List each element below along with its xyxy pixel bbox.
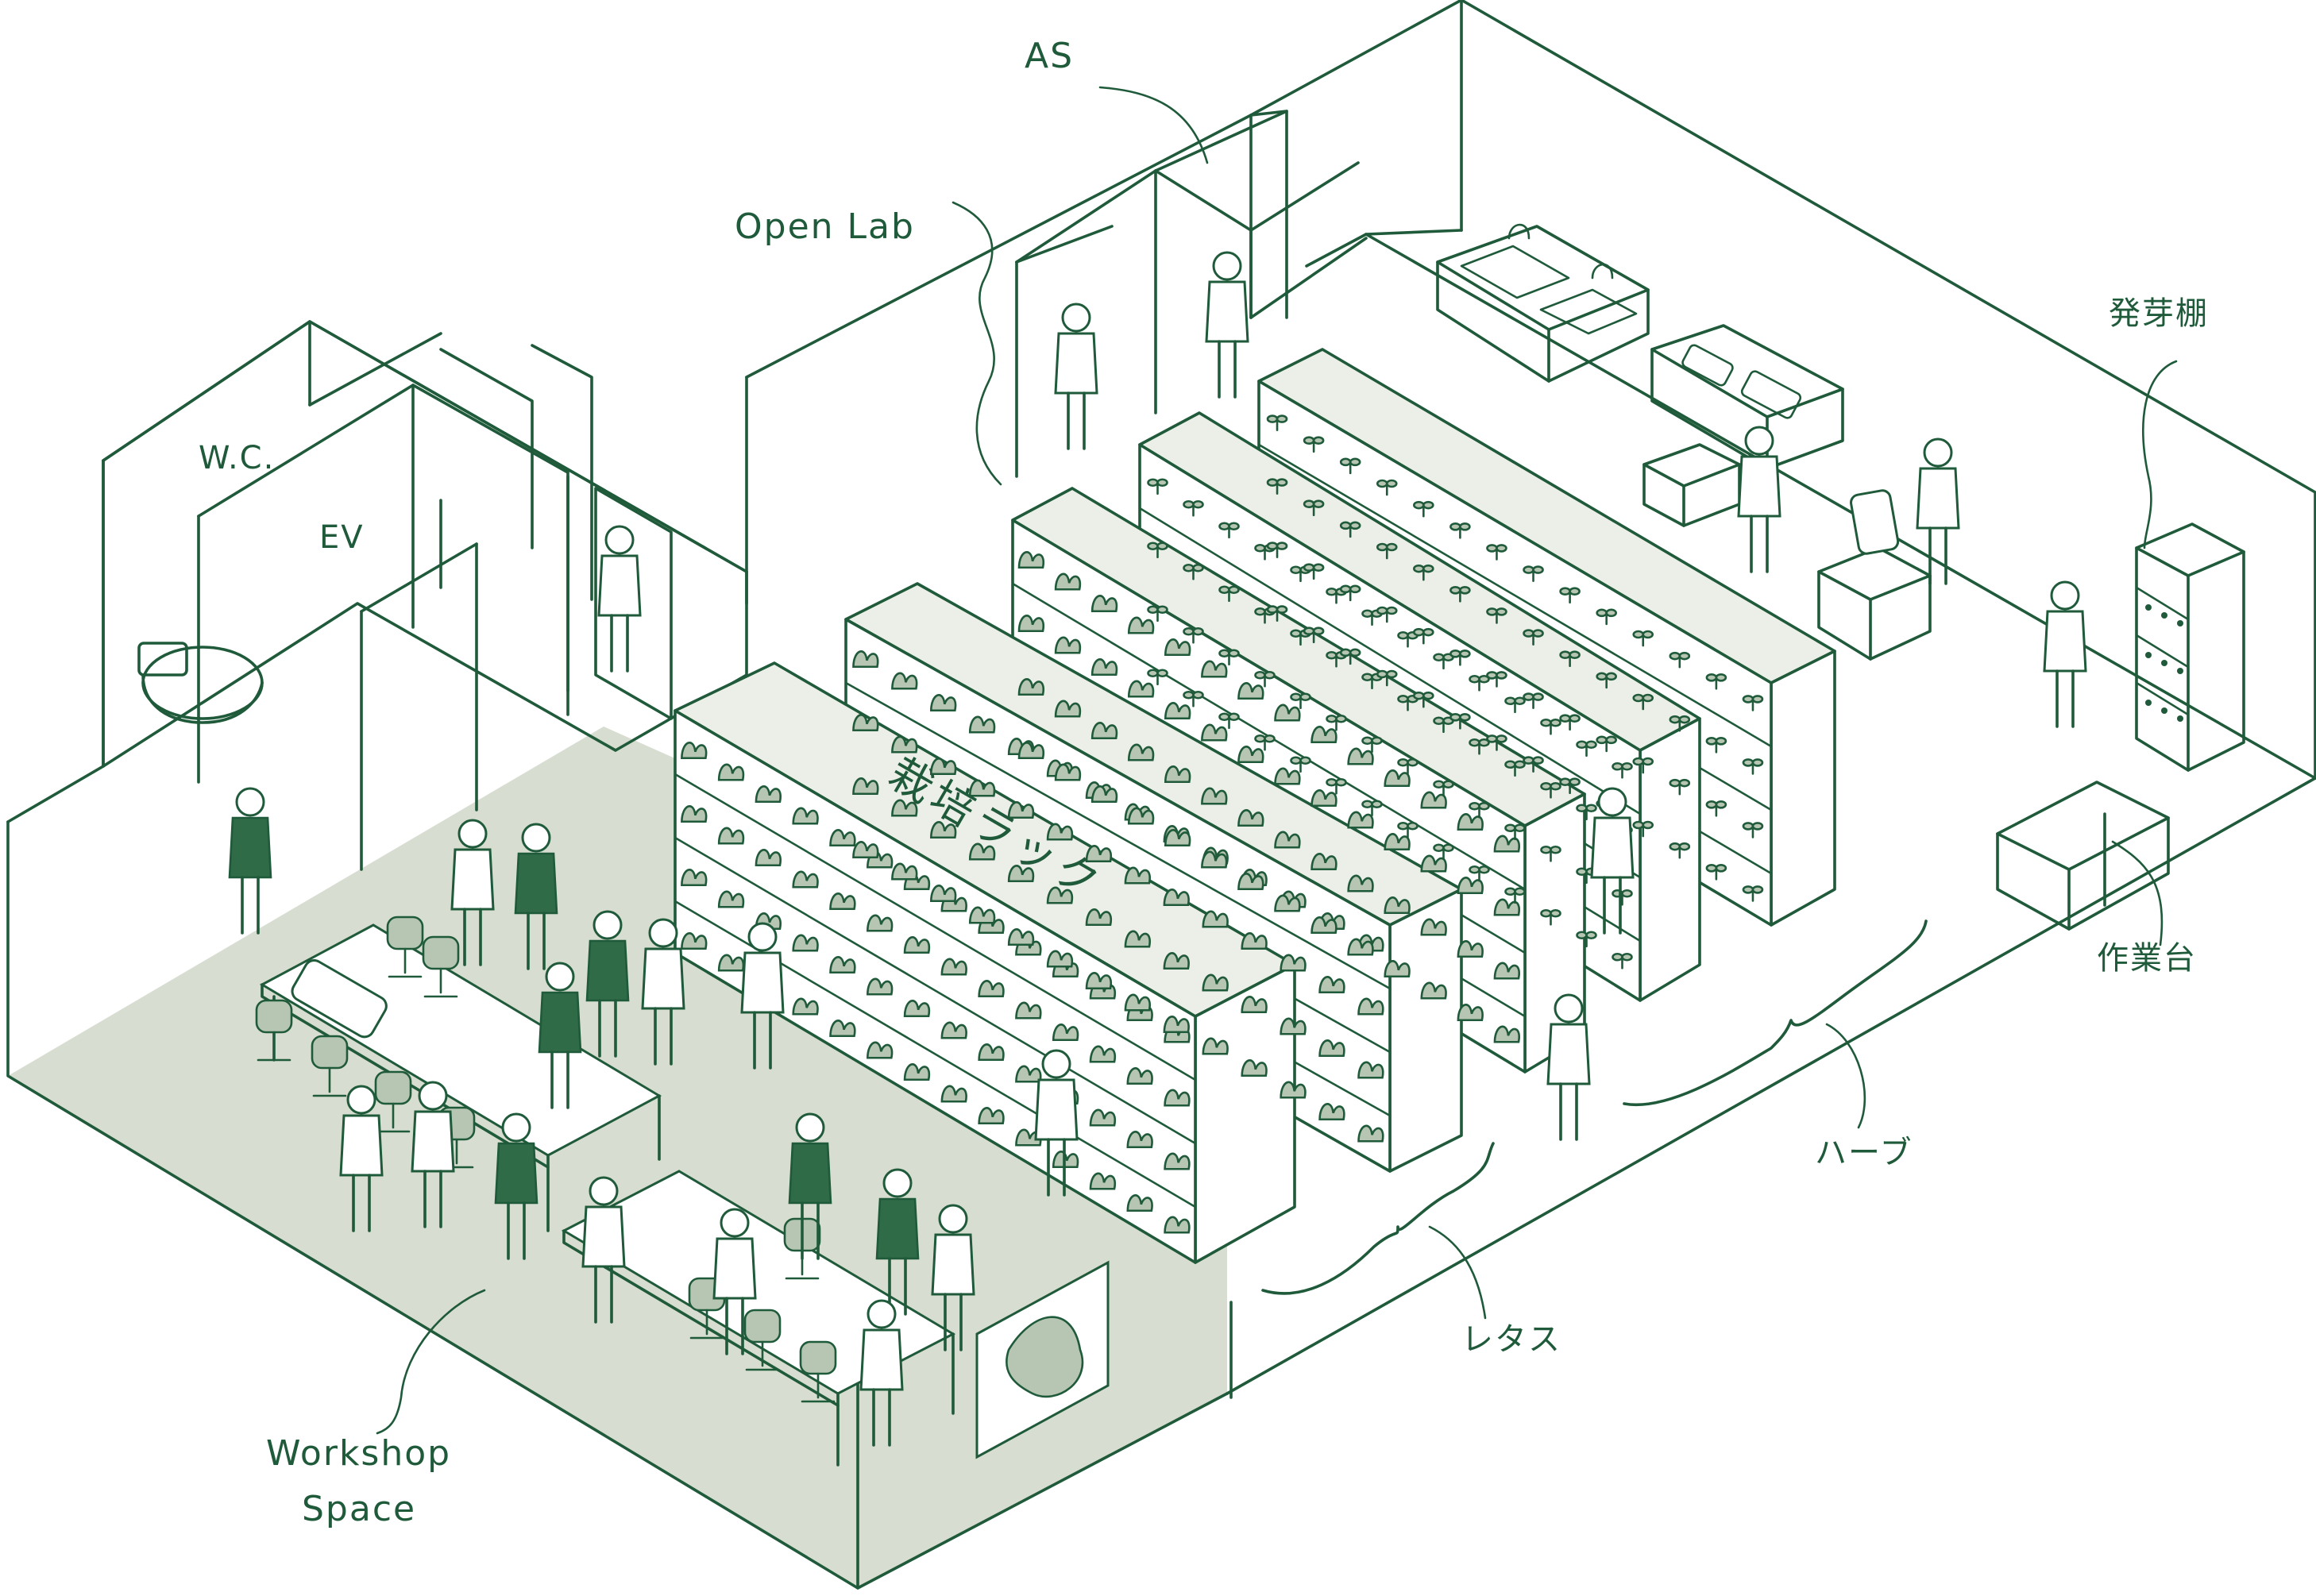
sink-counter [1436,223,1650,383]
person-figure [1205,251,1249,399]
person-figure [1737,426,1781,573]
chair [374,1070,412,1133]
rack-plants-4 [1147,478,1633,970]
workbench-label: 作業台 [2097,940,2197,977]
person-figure [228,787,272,935]
workbench [1996,781,2170,931]
workshop-space-label-line1: Workshop [266,1433,451,1474]
people [228,251,2087,1447]
lettuce-label: レタス [1461,1321,1561,1358]
lettuce-bracket [1261,1142,1495,1295]
workshop-leader-line [376,1289,486,1435]
person-figure [1916,438,1960,585]
workshop-floor [8,727,1227,1588]
rack-plants-3 [1017,551,1521,1043]
display-board [975,1260,1110,1459]
chair [255,999,293,1062]
workshop-table-back [259,923,662,1232]
plant-foliage [681,414,1764,1234]
workbench-leader-line [2111,840,2164,946]
chair [799,1340,837,1403]
as-label: AS [1025,36,1074,76]
person-figure [538,962,582,1109]
person-figure [1054,303,1098,450]
person-figure [1034,1049,1079,1197]
person-figure [450,819,495,966]
person-figure [585,910,630,1058]
chair [311,1035,349,1097]
rack-plants-2 [852,650,1384,1143]
person-figure [1590,787,1635,935]
wc-label: W.C. [199,440,275,476]
cart [1642,443,1741,527]
restroom-elevator-block [102,320,748,871]
person-figure [641,918,685,1066]
person-figure [597,525,642,673]
herbs-leader-line [1825,1023,1866,1129]
germination-shelf-label: 発芽棚 [2109,295,2209,332]
germination-leader-line [2142,360,2178,549]
person-figure [339,1085,384,1232]
person-figure [740,922,785,1070]
person-figure [494,1112,538,1260]
workshop-space-label-line2: Space [302,1489,416,1529]
person-figure [859,1299,904,1447]
chair [743,1309,782,1371]
chair [422,935,460,998]
person-figure [514,823,558,970]
workshop-table-front [561,1170,956,1467]
person-figure [788,1112,832,1260]
person-figure [411,1081,455,1228]
person-figure [2043,580,2087,728]
person-figure [931,1204,975,1351]
herbs-label: ハーブ [1815,1135,1913,1171]
seedlings [2145,604,2183,722]
lettuce-leader-line [1428,1225,1487,1320]
ev-label: EV [319,519,365,556]
germination-shelf [2135,522,2245,772]
person-figure [712,1208,757,1355]
small-box [1817,489,1932,661]
person-figure [1546,993,1591,1141]
air-shower-booth [1015,110,1368,478]
person-figure [875,1168,920,1316]
rack-plants-5 [1266,414,1764,902]
person-figure [581,1176,626,1324]
open-lab-label: Open Lab [735,206,915,247]
herbs-bracket [1623,919,1928,1107]
open-lab-leader-line [951,201,1002,486]
as-leader-line [1098,86,1209,164]
chair [386,916,424,978]
